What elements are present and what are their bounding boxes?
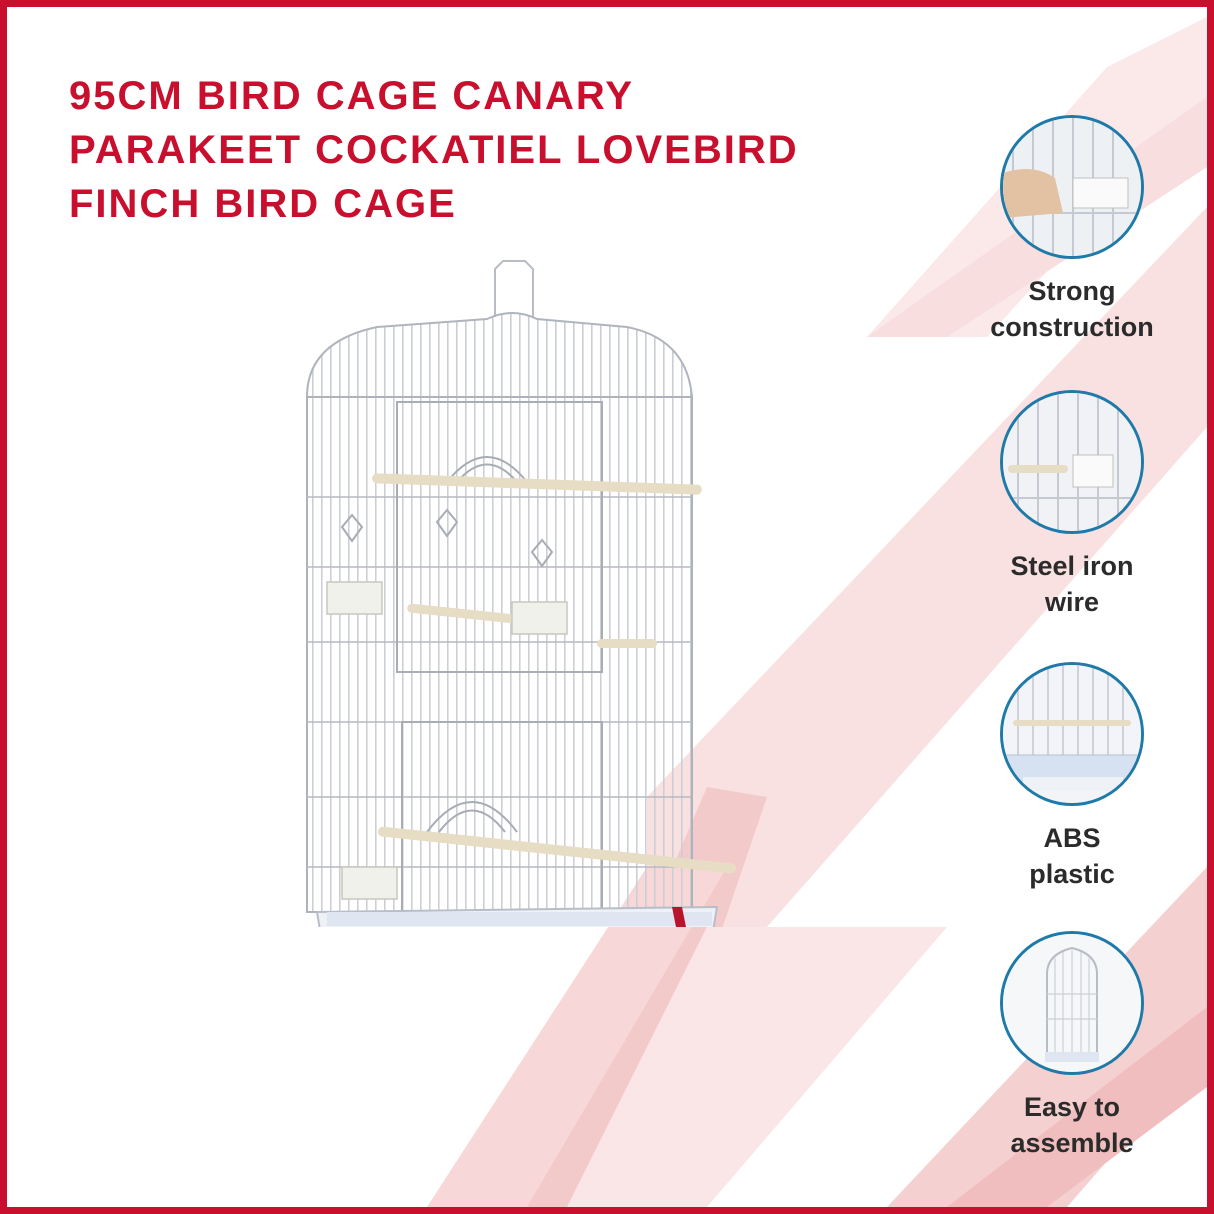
label-line: wire [1044, 587, 1100, 617]
label-line: construction [990, 312, 1154, 342]
hand-grip-icon [1000, 115, 1144, 259]
label-line: Steel iron [1010, 551, 1134, 581]
feature-abs-plastic: ABS plastic [957, 662, 1187, 892]
label-line: plastic [1029, 859, 1115, 889]
feature-label: ABS plastic [957, 820, 1187, 892]
title-line-1: 95CM BIRD CAGE CANARY [69, 74, 635, 118]
feature-label: Steel iron wire [957, 548, 1187, 620]
feature-strong-construction: Strong construction [957, 115, 1187, 345]
feature-label: Strong construction [957, 273, 1187, 345]
cage-assembly-icon [1000, 931, 1144, 1075]
label-line: Easy to [1023, 1092, 1121, 1122]
plastic-tray-icon [1000, 662, 1144, 806]
label-line: assemble [1010, 1128, 1134, 1158]
label-line: ABS [1043, 823, 1101, 853]
title-line-3: FINCH BIRD CAGE [69, 182, 457, 226]
bird-cage-image [305, 260, 737, 927]
feature-steel-iron-wire: Steel iron wire [957, 390, 1187, 620]
product-title: 95CM BIRD CAGE CANARY PARAKEET COCKATIEL… [69, 69, 869, 231]
label-line: Strong [1028, 276, 1116, 306]
feature-label: Easy to assemble [957, 1089, 1187, 1161]
title-line-2: PARAKEET COCKATIEL LOVEBIRD [69, 128, 799, 172]
wire-feeder-icon [1000, 390, 1144, 534]
feature-easy-to-assemble: Easy to assemble [957, 931, 1187, 1161]
